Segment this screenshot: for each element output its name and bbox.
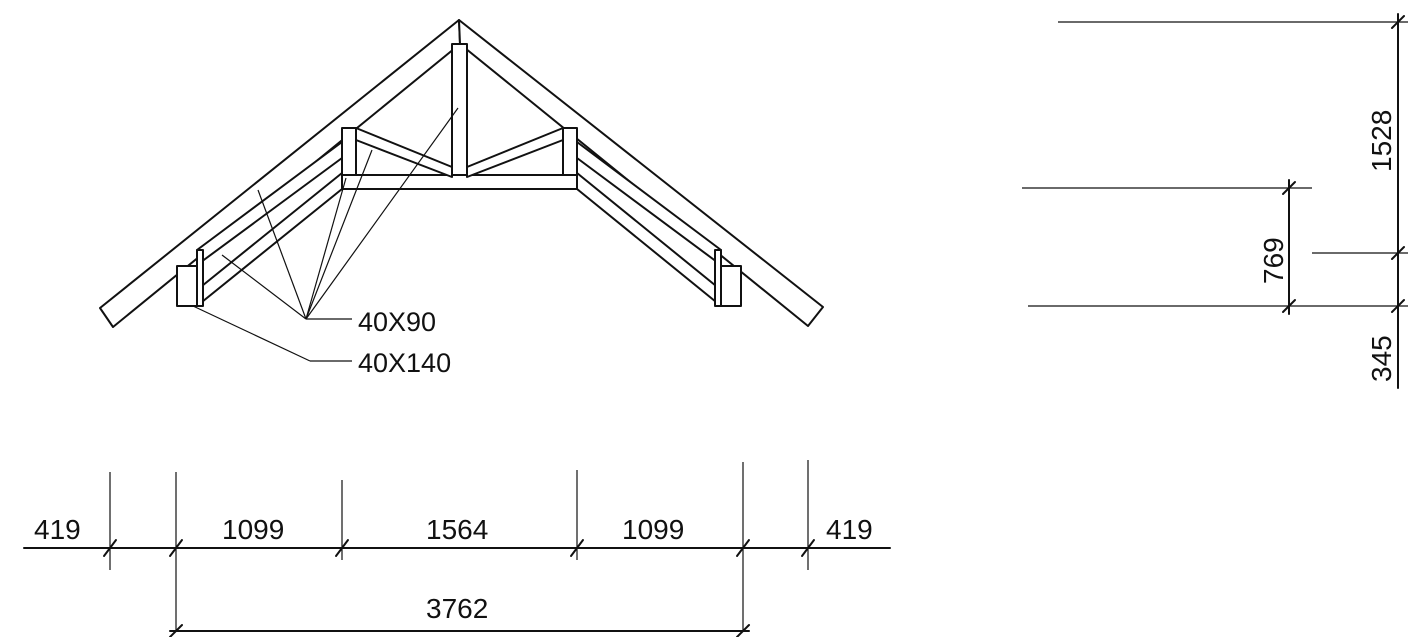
dim-right-span: 1099 bbox=[622, 514, 684, 545]
horizontal-dimensions: 419 1099 1564 1099 419 3762 bbox=[23, 460, 891, 637]
king-post bbox=[451, 43, 468, 177]
dim-left-span: 1099 bbox=[222, 514, 284, 545]
left-inner-post bbox=[196, 249, 204, 307]
collar-tie bbox=[341, 174, 578, 190]
dim-total-width: 3762 bbox=[426, 593, 488, 624]
right-rafter bbox=[458, 19, 824, 327]
right-knee-wall-post bbox=[720, 265, 742, 307]
roof-truss: 40X90 40X140 bbox=[99, 19, 824, 378]
dim-center-span: 1564 bbox=[426, 514, 488, 545]
right-short-post bbox=[562, 127, 578, 176]
dim-right-overhang: 419 bbox=[826, 514, 873, 545]
dim-upper-height: 1528 bbox=[1366, 110, 1397, 172]
leader-lines bbox=[192, 107, 459, 362]
right-brace bbox=[466, 127, 564, 178]
label-40x140: 40X140 bbox=[358, 348, 451, 378]
label-40x90: 40X90 bbox=[358, 307, 436, 337]
left-knee-wall-post bbox=[176, 265, 198, 307]
dim-middle-height: 769 bbox=[1258, 237, 1289, 284]
dim-lower-height: 345 bbox=[1366, 335, 1397, 382]
left-short-post bbox=[341, 127, 357, 176]
vertical-dimensions: 1528 769 345 bbox=[1022, 13, 1408, 389]
left-brace bbox=[355, 127, 453, 178]
dim-left-overhang: 419 bbox=[34, 514, 81, 545]
left-rafter bbox=[99, 19, 461, 328]
right-inner-post bbox=[714, 249, 722, 307]
